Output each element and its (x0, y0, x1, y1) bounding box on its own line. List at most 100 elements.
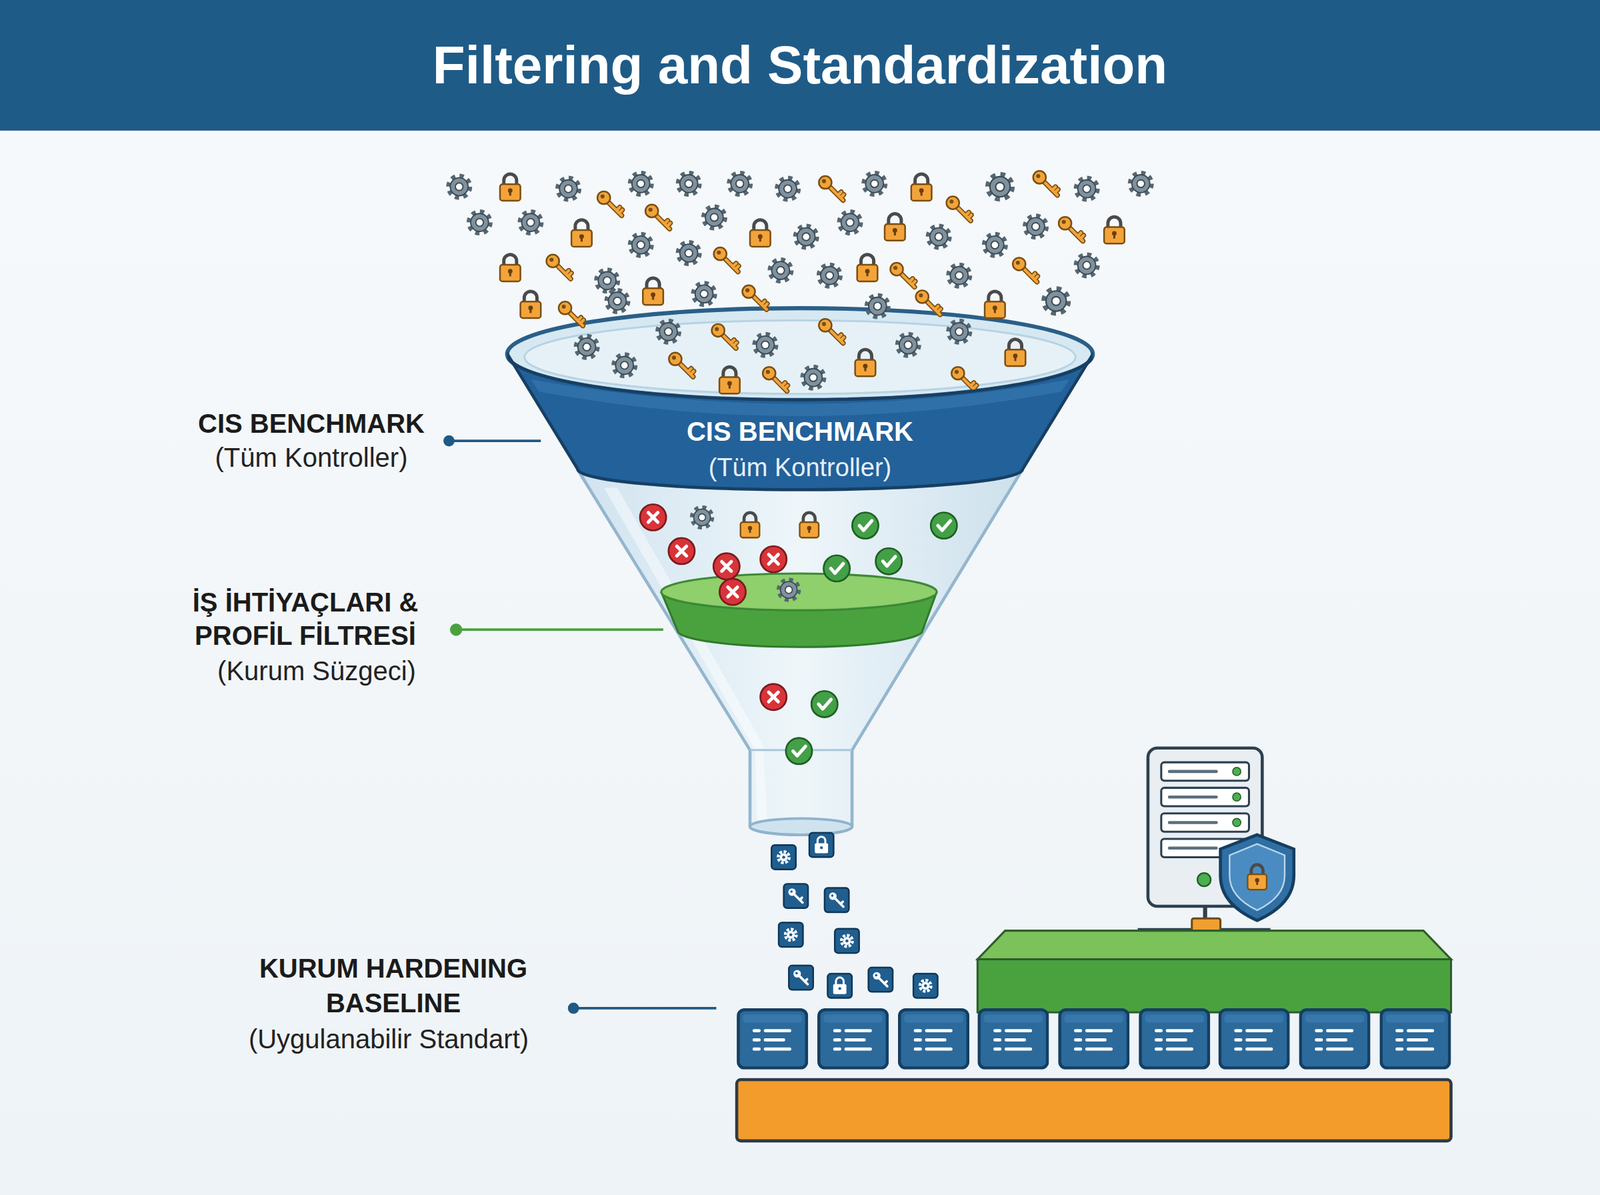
gear-icon (988, 174, 1012, 199)
gear-icon (779, 580, 799, 600)
key-tile (788, 965, 813, 990)
gear-icon (729, 173, 750, 194)
gear-icon (576, 336, 597, 358)
key-icon (714, 247, 739, 272)
key-icon (951, 366, 976, 391)
key-tile (868, 967, 893, 992)
funnel-highlight (604, 487, 768, 824)
leader-line (456, 628, 664, 631)
lock-icon (1005, 339, 1026, 366)
lock-icon (642, 278, 664, 305)
reject-mark (713, 553, 740, 580)
leader-line (573, 1006, 716, 1010)
callout-subtitle: (Tüm Kontroller) (124, 440, 498, 474)
server-led (1232, 792, 1241, 801)
gear-icon (839, 212, 860, 233)
gear-icon (802, 367, 824, 388)
band-outline (507, 354, 1094, 490)
key-icon (1012, 257, 1038, 282)
lock-icon (984, 291, 1006, 318)
baseline-block (818, 1009, 888, 1068)
accept-mark (811, 690, 838, 717)
funnel-cone (577, 469, 1022, 835)
key-icon (742, 285, 768, 310)
leader-dot (450, 623, 462, 636)
baseline-block (1300, 1009, 1370, 1068)
platform-front (977, 958, 1451, 1012)
gear-icon (867, 295, 888, 316)
gear-icon (448, 176, 470, 197)
lock-icon (799, 512, 819, 538)
lock-icon (571, 220, 592, 247)
gear-icon (770, 260, 791, 281)
lock-icon (740, 512, 760, 538)
lock-icon (1247, 864, 1267, 890)
band-subtitle: (Tüm Kontroller) (507, 450, 1094, 486)
gear-icon (678, 242, 699, 264)
key-tile (784, 883, 808, 908)
security-shield (1220, 834, 1294, 921)
callout-heading: KURUM HARDENING BASELINE (240, 950, 547, 1020)
gear-icon (1025, 216, 1046, 237)
baseline-block (1140, 1009, 1209, 1068)
accept-mark (786, 738, 812, 764)
gear-icon (819, 264, 840, 286)
reject-mark (760, 684, 787, 710)
accept-mark (876, 548, 902, 574)
gear-icon (558, 178, 579, 199)
gear-icon (898, 334, 919, 356)
baseline-foundation (736, 1079, 1451, 1141)
lock-icon (719, 366, 740, 394)
filter-surface (661, 573, 937, 610)
title-bar (0, 0, 1600, 131)
reject-mark (640, 504, 666, 530)
callout-subtitle: (Uygulanabilir Standart) (175, 1022, 602, 1056)
key-tile (824, 888, 849, 912)
diagram-title: Filtering and Standardization (0, 0, 1600, 131)
key-icon (558, 301, 584, 326)
band-highlight (530, 379, 1070, 416)
gear-tile (778, 922, 803, 947)
gear-icon (777, 178, 798, 199)
reject-mark (719, 578, 746, 605)
key-icon (818, 176, 844, 200)
baseline-block (1060, 1009, 1129, 1068)
gear-icon (948, 321, 970, 342)
gear-icon (1130, 173, 1152, 194)
accept-mark (823, 555, 850, 582)
lock-tile (827, 973, 852, 998)
gear-icon (630, 234, 652, 256)
gear-icon (658, 321, 679, 342)
gear-icon (864, 173, 885, 194)
lock-icon (855, 349, 876, 376)
lock-icon (884, 214, 906, 241)
baseline-block (738, 1009, 807, 1068)
accept-mark (930, 512, 957, 538)
funnel-band: CIS BENCHMARK(Tüm Kontroller) (507, 346, 1094, 500)
gear-icon (678, 173, 699, 194)
gear-icon (795, 226, 816, 247)
lock-icon (500, 254, 521, 282)
key-icon (645, 204, 670, 229)
gear-icon (520, 212, 541, 233)
key-icon (597, 191, 622, 216)
spout-mouth (750, 818, 852, 834)
server-slot-lines (1169, 771, 1216, 848)
gear-icon (692, 507, 712, 527)
lock-icon (500, 174, 521, 201)
lock-icon (857, 254, 878, 282)
key-icon (818, 318, 844, 343)
server-led (1232, 767, 1241, 776)
gear-icon (928, 226, 949, 247)
leader-dot (443, 435, 455, 447)
callout-heading: CIS BENCHMARK (124, 406, 498, 440)
gear-icon (630, 173, 652, 194)
gear-icon (693, 283, 714, 304)
band-text: CIS BENCHMARK(Tüm Kontroller) (507, 414, 1094, 486)
key-icon (546, 254, 572, 279)
key-icon (946, 196, 972, 221)
gear-tile (834, 928, 859, 953)
gear-icon (1076, 178, 1097, 199)
